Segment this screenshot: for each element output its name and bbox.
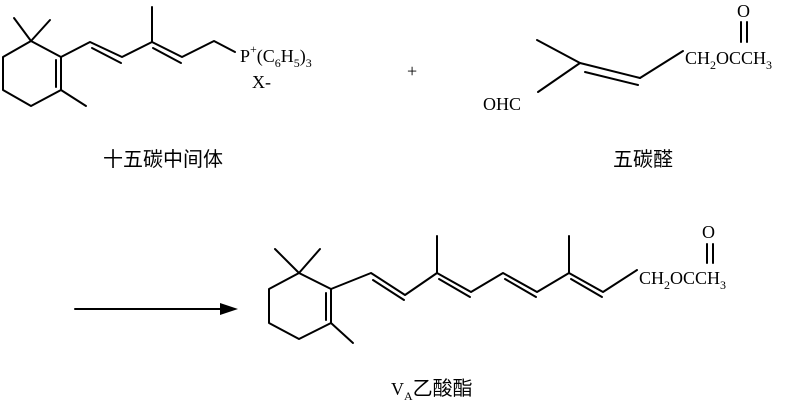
product-ring-methyl — [330, 322, 354, 344]
chain-double-bond-1 — [91, 47, 122, 64]
product-name: VA乙酸酯 — [391, 376, 473, 403]
phosphonium-group: P+(C6H5)3 — [240, 42, 312, 70]
aldehyde-group: OHC — [483, 94, 521, 114]
arrow-head — [220, 303, 238, 315]
product-double-bond-2 — [438, 278, 471, 298]
product-double-bond-3 — [504, 278, 537, 298]
product-ring — [268, 272, 332, 340]
chain-double-bond-2 — [152, 47, 182, 64]
product-ester-group: CH2OCCH3 — [639, 268, 726, 292]
alkene-double-bond — [584, 71, 639, 86]
gem-methyl-2 — [30, 19, 51, 42]
reactant-1-structure — [2, 6, 236, 107]
counterion-label: X- — [252, 72, 271, 92]
methyl-bond — [536, 39, 581, 64]
product-gem-methyl-2 — [298, 248, 321, 274]
reaction-arrow — [74, 303, 238, 315]
product-double-bond-4 — [570, 278, 603, 298]
product-carbonyl-oxygen: O — [702, 222, 715, 242]
product-structure — [268, 235, 714, 344]
alkene-bond — [579, 62, 641, 79]
reactant-1-ring — [2, 40, 62, 107]
product-double-bond-1 — [372, 279, 405, 301]
reactant-1-name: 十五碳中间体 — [103, 147, 223, 171]
reactant-2-name: 五碳醛 — [613, 147, 673, 171]
reactant-2-carbonyl-oxygen: O — [737, 1, 750, 21]
reactant-2-ester-group: CH2OCCH3 — [685, 48, 772, 72]
gem-methyl-1 — [13, 17, 32, 42]
ch2-bond — [639, 50, 684, 79]
product-gem-methyl-1 — [274, 248, 300, 274]
product-polyene-chain — [330, 269, 638, 296]
plus-sign: + — [407, 61, 417, 81]
reactant-2-structure — [536, 21, 748, 93]
aldehyde-bond — [537, 62, 581, 93]
reactant-1-chain — [60, 40, 236, 58]
ring-methyl — [60, 89, 87, 107]
